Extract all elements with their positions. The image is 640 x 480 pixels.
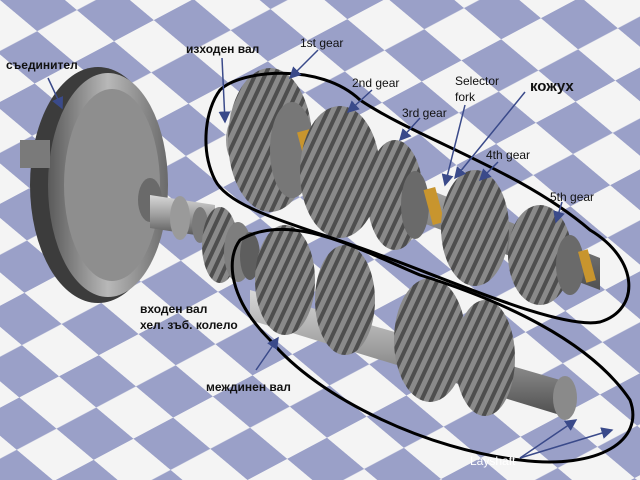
coupling-disc: [20, 67, 168, 303]
label-coupling: съединител: [6, 58, 78, 72]
label-countershaft: междинен вал: [206, 380, 291, 394]
label-housing: кожух: [530, 78, 574, 95]
label-gear3: 3rd gear: [402, 106, 447, 120]
label-gear4: 4th gear: [486, 148, 531, 162]
label-selector: Selector: [455, 74, 500, 88]
label-gear1: 1st gear: [300, 36, 344, 50]
label-layshaft: Layshaft: [470, 454, 516, 468]
label-input-shaft: входен вал: [140, 302, 208, 316]
label-gear5: 5th gear: [550, 190, 595, 204]
annotation-arrows: [47, 49, 614, 459]
layshaft: [250, 225, 577, 420]
label-fork: fork: [455, 90, 476, 104]
label-gear2: 2nd gear: [352, 76, 400, 90]
main-shaft-gears: [228, 68, 596, 305]
label-output-shaft: изходен вал: [186, 42, 260, 56]
label-helical-gear: хел. зъб. колело: [140, 318, 238, 332]
